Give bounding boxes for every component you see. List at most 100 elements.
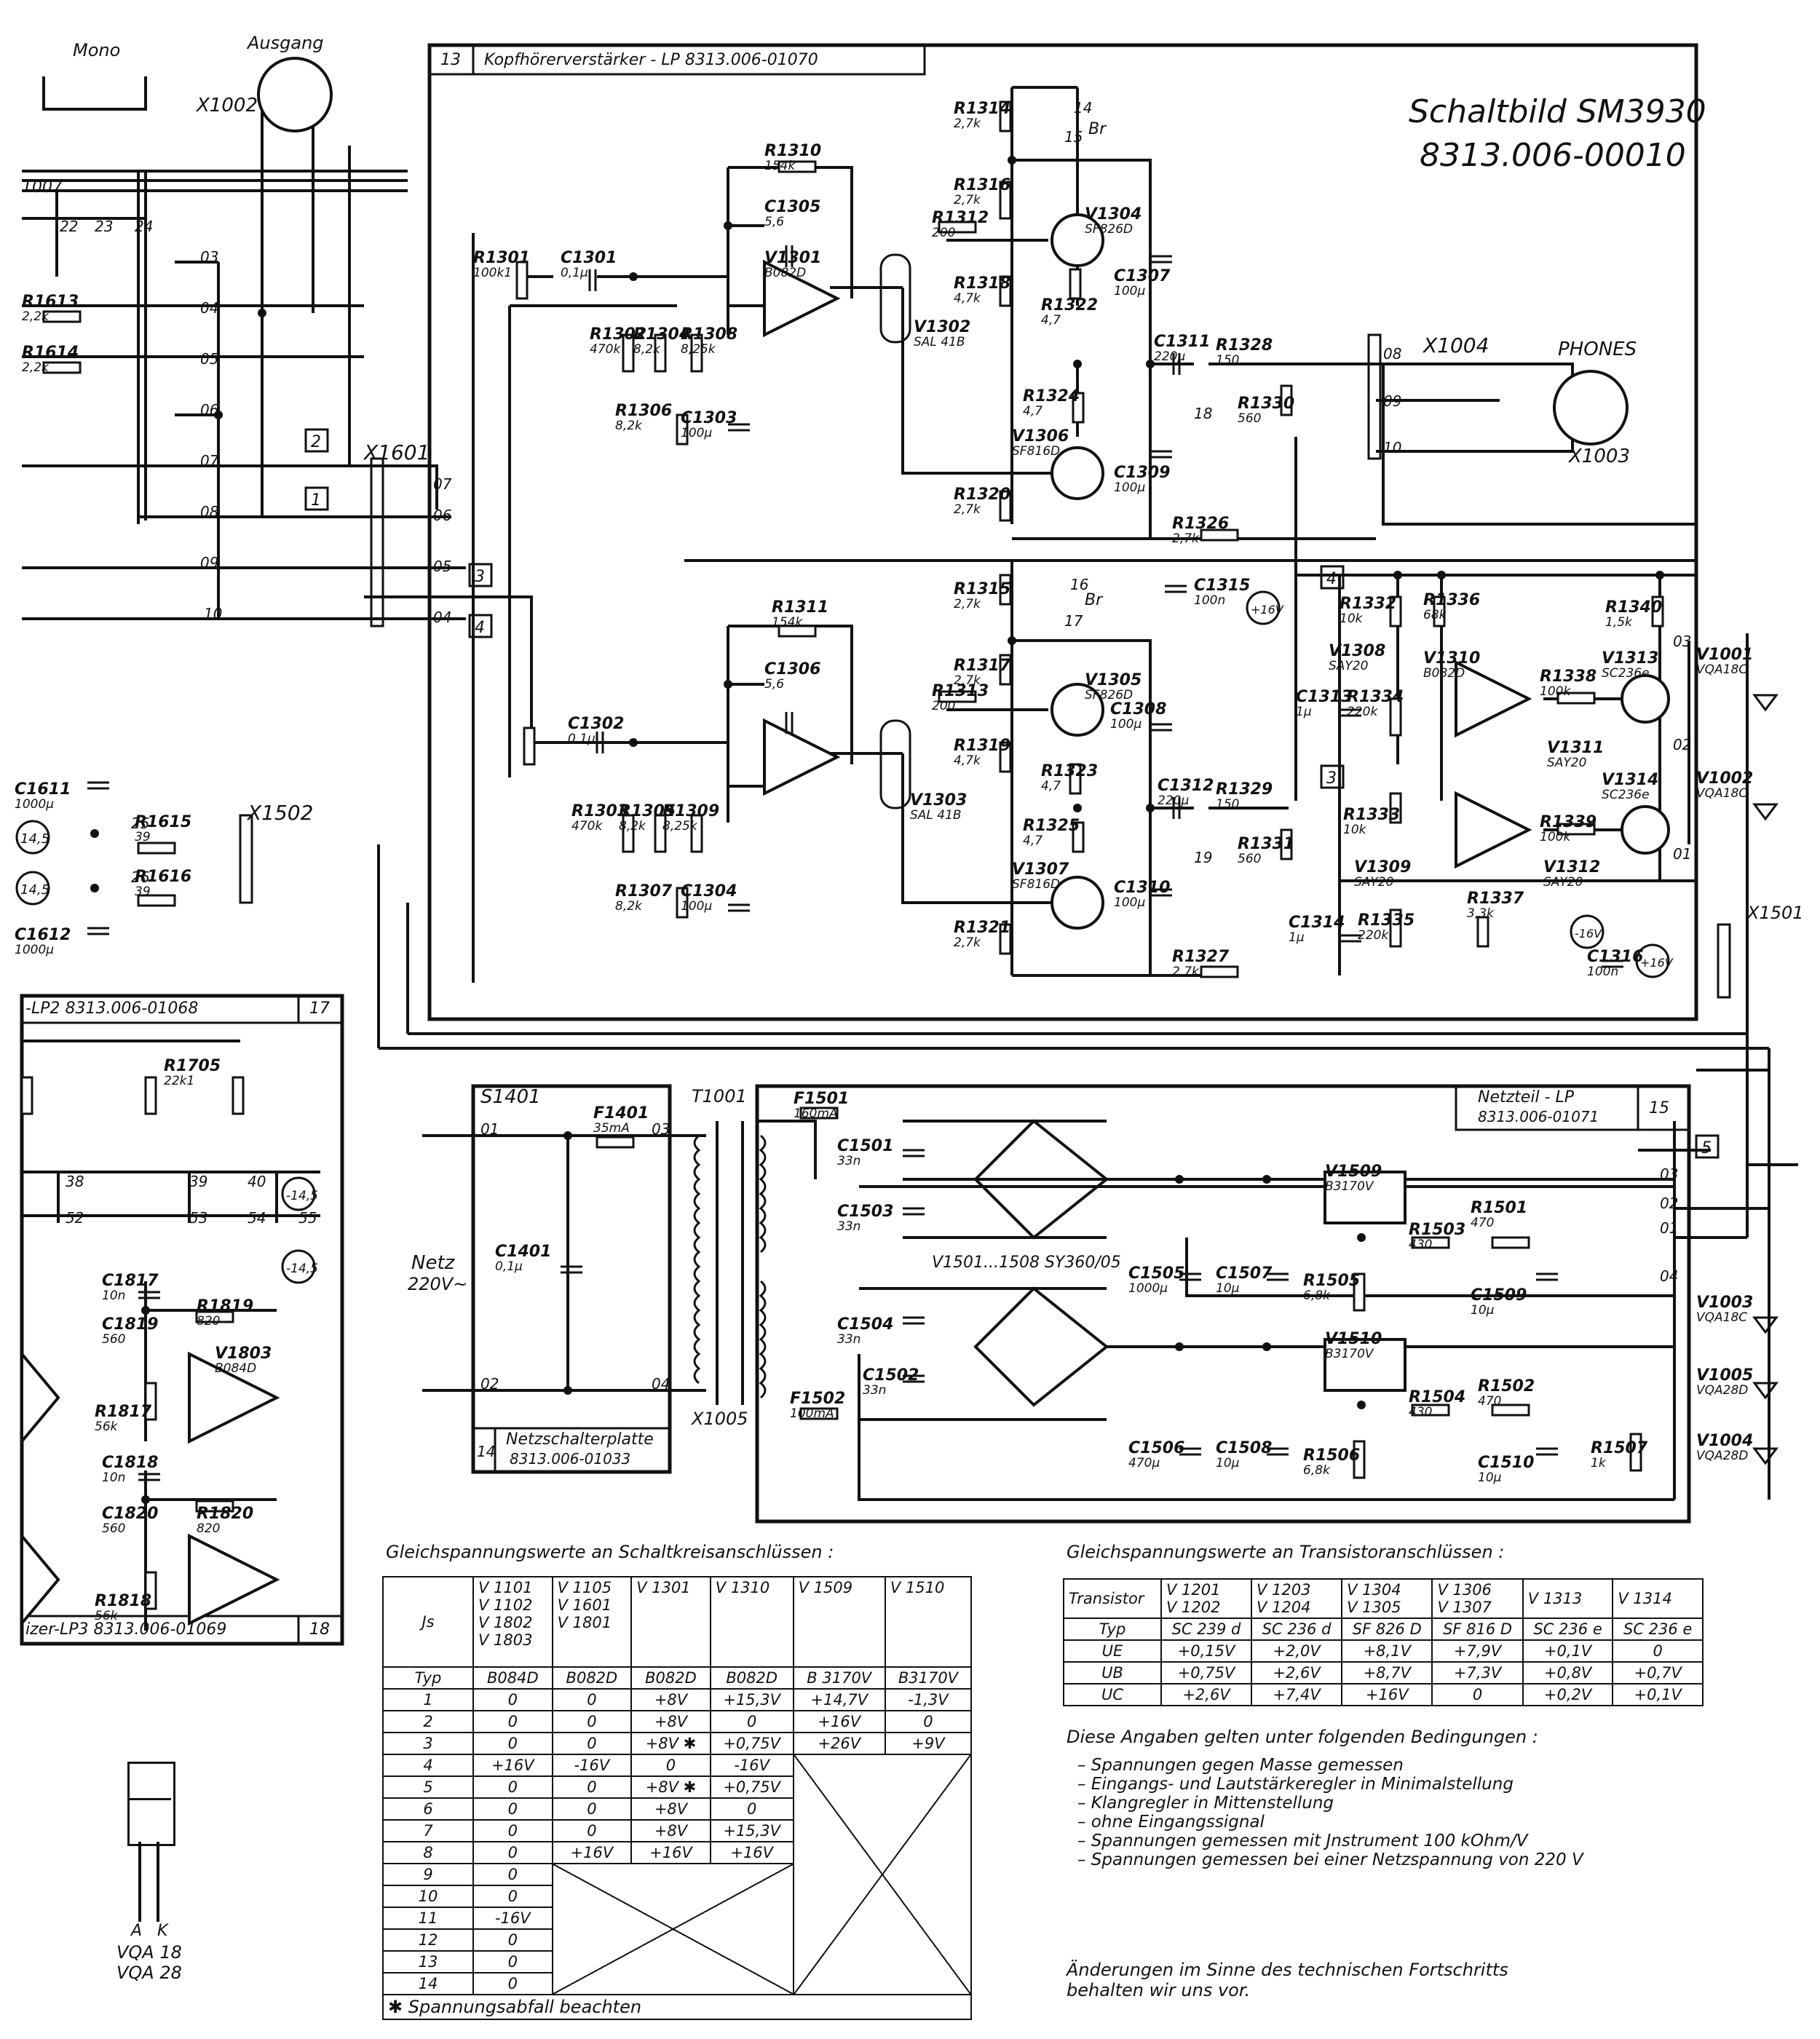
- table-ic-cell: 0: [551, 1797, 633, 1821]
- transistor-v1314: [1621, 805, 1670, 855]
- component-ref: F1501: [794, 1090, 850, 1108]
- component-ref: R1309: [662, 802, 720, 820]
- table-tr-cell: SC 236 d: [1251, 1618, 1343, 1641]
- component-value: 2,7k: [954, 935, 981, 950]
- table-tr-cell: +8,1V: [1341, 1639, 1433, 1663]
- table-ic-cell: +16V: [551, 1841, 633, 1864]
- table-ic-pin: 13: [382, 1950, 474, 1973]
- component-value: 1µ: [1289, 930, 1305, 945]
- component-value: B3170V: [1325, 1179, 1374, 1194]
- component-value: 8,25k: [681, 342, 716, 357]
- component-ref: R1502: [1478, 1377, 1535, 1395]
- component-value: 100mA: [790, 1406, 834, 1421]
- table-ic-footnote: ✱ Spannungsabfall beachten: [382, 1994, 972, 2020]
- table-ic-cell: +16V: [709, 1841, 794, 1864]
- table-ic-cell: 0: [472, 1688, 553, 1711]
- table-ic-type-cell: B3170V: [884, 1666, 973, 1690]
- table-ic-cell: 0: [630, 1754, 711, 1777]
- component-value: 1000µ: [15, 797, 55, 812]
- table-ic-cell: +8V: [630, 1710, 711, 1733]
- svg-text:19: 19: [1194, 849, 1212, 866]
- table-tr-cell: +8,7V: [1341, 1661, 1433, 1684]
- label-x1502: X1502: [248, 801, 314, 825]
- table-tr-cell: +0,8V: [1522, 1661, 1614, 1684]
- component-ref: R1306: [615, 402, 673, 420]
- component-value: 154k: [772, 615, 803, 630]
- table-tr-cell: +7,9V: [1431, 1639, 1524, 1663]
- component-value: 33n: [837, 1219, 861, 1234]
- component-ref: V1001: [1696, 646, 1754, 664]
- transistor-v1305: [1051, 683, 1104, 737]
- label-x1004: X1004: [1423, 333, 1489, 357]
- component-ref: R1616: [135, 868, 192, 886]
- table-ic-crossed-cell: [551, 1863, 794, 1995]
- component-value: SC236e: [1602, 788, 1650, 802]
- board-switch-number: 14: [477, 1443, 496, 1460]
- component-ref: C1309: [1114, 464, 1171, 482]
- component-value: VQA18C: [1696, 1310, 1748, 1325]
- component-ref: R1705: [164, 1057, 221, 1075]
- table-tr-cell: SC 239 d: [1160, 1618, 1253, 1641]
- component-ref: C1509: [1471, 1286, 1527, 1304]
- svg-text:40: 40: [248, 1173, 266, 1190]
- component-value: 100µ: [1110, 717, 1142, 732]
- optocoupler-v1302: [879, 253, 911, 344]
- component-value: VQA18C: [1696, 662, 1748, 677]
- table-ic-cell: +8V ✱: [630, 1775, 711, 1799]
- table-ic-cell: 0: [472, 1885, 553, 1908]
- table-ic-cell: 0: [472, 1710, 553, 1733]
- svg-text:04: 04: [433, 609, 451, 626]
- component-ref: V1004: [1696, 1432, 1754, 1450]
- component-value: 470: [1478, 1394, 1502, 1409]
- component-ref: R1317: [954, 657, 1011, 675]
- svg-text:23: 23: [95, 218, 113, 235]
- component-value: 470: [1471, 1216, 1495, 1230]
- opamp-v1310-a: [1455, 660, 1532, 738]
- component-value: 2,7k: [954, 597, 981, 611]
- svg-text:1: 1: [311, 491, 321, 510]
- label-br-1: Br: [1088, 120, 1107, 138]
- condition-item: – Spannungen gegen Masse gemessen: [1077, 1756, 1404, 1775]
- table-tr-cell: +16V: [1341, 1683, 1433, 1706]
- component-value: 2,7k: [954, 193, 981, 207]
- component-ref: R1313: [932, 682, 989, 700]
- table-tr-cell: Typ: [1063, 1618, 1162, 1641]
- table-ic-cell: 0: [472, 1775, 553, 1799]
- table-tr-cell: SF 826 D: [1341, 1618, 1433, 1641]
- component-value: 560: [102, 1521, 126, 1536]
- component-ref: R1507: [1591, 1439, 1648, 1457]
- board-lp2-frame: [20, 994, 344, 1646]
- component-ref: C1301: [561, 249, 617, 267]
- component-ref: R1327: [1172, 948, 1230, 966]
- component-value: 2,7k: [954, 502, 981, 517]
- component-ref: R1333: [1343, 806, 1401, 824]
- svg-text:02: 02: [480, 1375, 499, 1393]
- component-ref: V1311: [1547, 739, 1605, 757]
- component-value: B3170V: [1325, 1347, 1374, 1361]
- component-value: 10n: [102, 1288, 126, 1303]
- component-ref: R1613: [22, 293, 79, 311]
